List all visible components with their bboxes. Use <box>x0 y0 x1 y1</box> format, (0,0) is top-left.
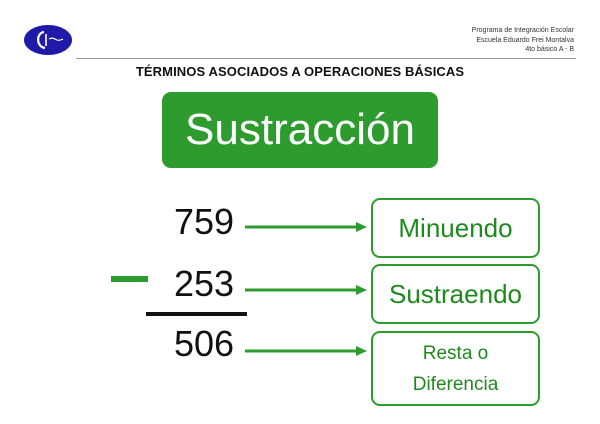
right-arrow-icon <box>245 285 367 295</box>
result-label-line1: Resta o <box>422 342 489 364</box>
page-heading: TÉRMINOS ASOCIADOS A OPERACIONES BÁSICAS <box>135 64 465 79</box>
result-line <box>146 312 247 316</box>
school-name: Escuela Eduardo Frei Montalva <box>476 36 574 44</box>
subtrahend-number: 253 <box>173 263 235 304</box>
grade-label: 4to básico A - B <box>525 46 574 53</box>
page-title: Sustracción <box>185 105 415 154</box>
subtrahend-label-box: Sustraendo <box>371 264 540 324</box>
minuend-label: Minuendo <box>398 212 513 243</box>
result-label-line2: Diferencia <box>412 373 499 395</box>
right-arrow-icon <box>245 222 367 232</box>
result-label-box: Resta o Diferencia <box>371 331 540 406</box>
title-banner: Sustracción <box>162 92 438 168</box>
result-number: 506 <box>173 323 235 364</box>
program-name: Programa de Integración Escolar <box>471 27 574 34</box>
subtrahend-label: Sustraendo <box>389 278 522 309</box>
minuend-number: 759 <box>173 201 235 242</box>
minus-sign-icon <box>111 276 148 282</box>
school-info: Programa de Integración Escolar Escuela … <box>472 26 574 55</box>
header-divider <box>76 58 576 59</box>
minuend-label-box: Minuendo <box>371 198 540 258</box>
right-arrow-icon <box>245 346 367 356</box>
school-logo-icon <box>24 25 72 55</box>
